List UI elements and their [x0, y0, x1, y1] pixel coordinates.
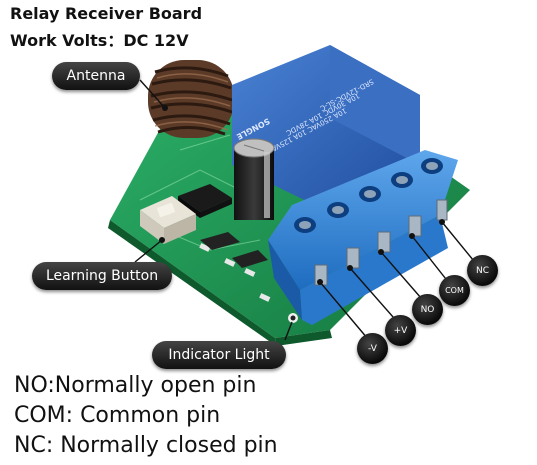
- ic-chip: [178, 184, 232, 218]
- board-title: Relay Receiver Board: [10, 4, 203, 23]
- indicator-light-callout: Indicator Light: [152, 341, 286, 369]
- antenna-coil: [148, 60, 234, 138]
- learning-button-callout: Learning Button: [32, 262, 172, 290]
- work-volts-label: Work Volts：DC 12V: [10, 31, 189, 50]
- pin-no-badge: NO: [412, 294, 443, 325]
- small-component: [200, 232, 268, 268]
- capacitor: [233, 138, 275, 220]
- pin-plus-v-badge: +V: [385, 315, 416, 346]
- legend-nc: NC: Normally closed pin: [14, 433, 278, 458]
- legend-com: COM: Common pin: [14, 403, 221, 428]
- callout-endpoints: [159, 105, 445, 285]
- pin-nc-badge: NC: [467, 255, 498, 286]
- learning-button-part: [140, 196, 196, 244]
- antenna-callout: Antenna: [52, 62, 140, 90]
- terminal-block: [268, 150, 458, 325]
- relay: 10A 250VAC 10A 125VAC 10A 30VDC 10A 28VD…: [232, 45, 420, 210]
- indicator-led: [288, 313, 298, 323]
- legend-no: NO:Normally open pin: [14, 373, 257, 398]
- pin-com-badge: COM: [439, 275, 470, 306]
- pin-minus-v-badge: -V: [357, 333, 388, 364]
